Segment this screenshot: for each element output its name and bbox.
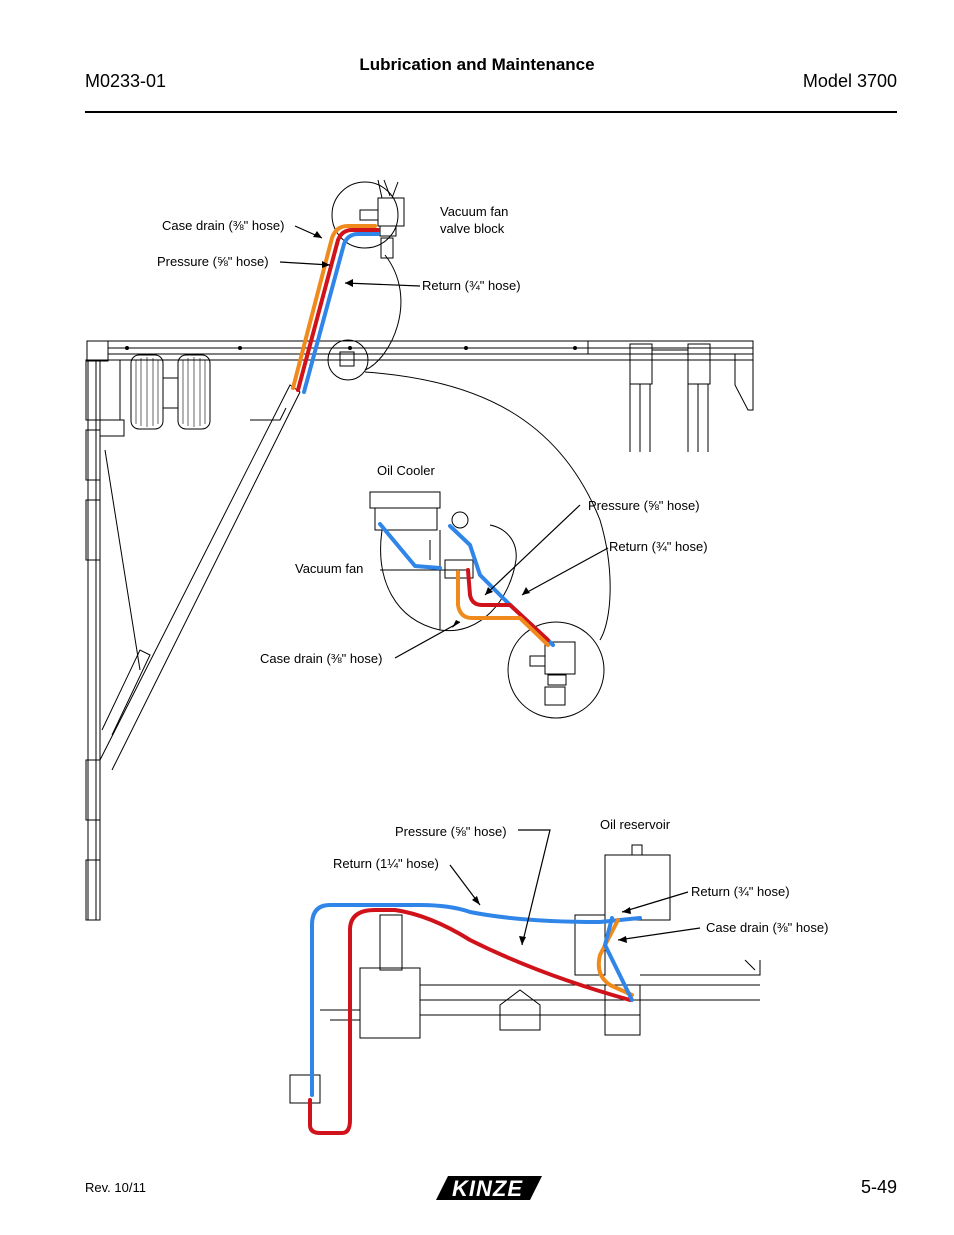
- header-rule: [85, 111, 897, 113]
- label-oil-reservoir: Oil reservoir: [600, 817, 671, 832]
- label-top-pressure: Pressure (⅝" hose): [157, 254, 269, 269]
- label-top-return: Return (¾" hose): [422, 278, 521, 293]
- label-bottom-return: Return (¾" hose): [691, 884, 790, 899]
- label-mid-case-drain: Case drain (⅜" hose): [260, 651, 382, 666]
- label-bottom-case-drain: Case drain (⅜" hose): [706, 920, 828, 935]
- label-bottom-pressure: Pressure (⅝" hose): [395, 824, 507, 839]
- return-hose-bottom: [603, 916, 634, 1002]
- section-title: Lubrication and Maintenance: [359, 55, 595, 74]
- label-bottom-return-large: Return (1¼" hose): [333, 856, 439, 871]
- label-mid-pressure: Pressure (⅝" hose): [588, 498, 700, 513]
- model-name: Model 3700: [802, 71, 897, 91]
- case-drain-hose-top: [291, 224, 377, 390]
- label-top-case-drain: Case drain (⅜" hose): [162, 218, 284, 233]
- label-mid-return: Return (¾" hose): [609, 539, 708, 554]
- case-drain-hose-mid: [456, 570, 550, 647]
- kinze-logo: KINZE: [436, 1176, 542, 1201]
- return-hose-top: [302, 232, 380, 394]
- pressure-hose-mid: [466, 568, 550, 642]
- revision-date: Rev. 10/11: [85, 1180, 146, 1195]
- svg-text:KINZE: KINZE: [452, 1176, 523, 1201]
- valve-block-detail-circle: [331, 181, 399, 249]
- pressure-hose-bottom: [308, 908, 632, 1135]
- label-vacuum-fan-valve-block-1: Vacuum fan: [440, 204, 508, 219]
- case-drain-hose-bottom: [596, 918, 634, 997]
- document-number: M0233-01: [85, 71, 167, 91]
- page-number: 5-49: [860, 1177, 897, 1197]
- label-oil-cooler: Oil Cooler: [377, 463, 435, 478]
- label-vacuum-fan-valve-block-2: valve block: [440, 221, 505, 236]
- label-vacuum-fan: Vacuum fan: [295, 561, 363, 576]
- return-large-hose-bottom: [310, 903, 642, 1097]
- pressure-hose-top: [296, 228, 380, 392]
